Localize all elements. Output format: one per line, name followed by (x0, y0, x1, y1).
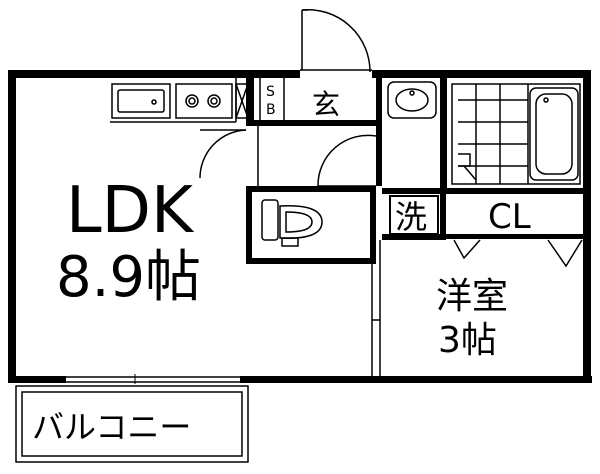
balcony-window (66, 374, 240, 384)
entrance-label: 玄 (312, 88, 340, 121)
interior-walls (246, 70, 583, 264)
closet-door (453, 239, 583, 268)
washroom-label: 洗 (395, 198, 427, 236)
bathroom (451, 83, 581, 185)
shoebox-label-bottom: B (266, 102, 276, 118)
toilet-door (317, 134, 377, 187)
kitchen-sink (111, 83, 171, 119)
entrance-door (300, 8, 372, 73)
fridge-space (235, 83, 249, 119)
ldk-label: LDK (66, 174, 195, 248)
balcony (15, 385, 249, 463)
stove-icon (175, 83, 233, 119)
partition-lines (110, 78, 381, 376)
closet-label: CL (488, 197, 531, 237)
ldk-size-label: 8.9帖 (56, 245, 201, 310)
balcony-label: バルコニー (32, 408, 191, 446)
western-size-label: 3帖 (438, 320, 497, 361)
ldk-door (199, 129, 247, 179)
toilet-icon (261, 199, 323, 247)
wash-basin-icon (387, 81, 437, 119)
washroom-label-box: 洗 (389, 195, 439, 236)
western-label: 洋室 (436, 276, 508, 317)
outer-walls (8, 70, 592, 383)
shoebox-label-top: S (266, 84, 275, 100)
